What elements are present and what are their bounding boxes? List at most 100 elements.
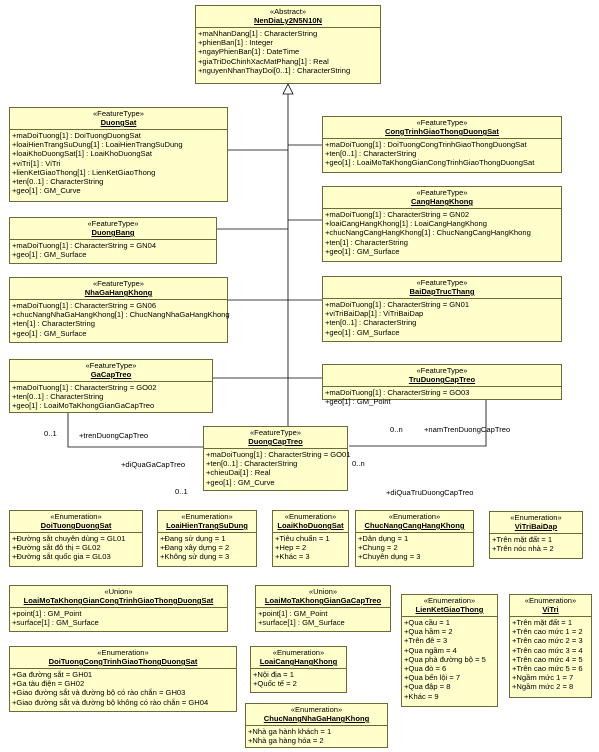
enum-chucnangnhagahangkhong: «Enumeration»ChucNangNhaGaHangKhong +Nhà… bbox=[245, 703, 388, 748]
class-name: DuongBang bbox=[91, 228, 135, 237]
attribute: +lienKetGiaoThong[1] : LienKetGiaoThong bbox=[12, 167, 156, 177]
class-name: LoaiCangHangKhong bbox=[259, 657, 338, 666]
class-duongsat: «FeatureType»DuongSat +maDoiTuong[1] : D… bbox=[9, 107, 228, 202]
stereotype: «FeatureType» bbox=[416, 118, 468, 127]
stereotype: «Enumeration» bbox=[181, 512, 233, 521]
attribute: +Trên cao mức 4 = 5 bbox=[512, 654, 583, 664]
class-name: LoaiMoTaKhongGianGaCapTreo bbox=[264, 596, 382, 605]
class-name: DoiTuongCongTrinhGiaoThongDuongSat bbox=[48, 657, 198, 666]
class-name: NenDiaLy2N5N10N bbox=[253, 16, 323, 25]
stereotype: «FeatureType» bbox=[85, 361, 137, 370]
attribute: +ten[0..1] : CharacterString bbox=[206, 459, 298, 469]
attribute: +Chuyên dụng = 3 bbox=[358, 552, 421, 562]
attribute: +maDoiTuong[1] : CharacterString = GN01 bbox=[325, 300, 470, 309]
attribute: +Qua ngầm = 4 bbox=[404, 645, 457, 655]
enum-loaihientrangsudung: «Enumeration»LoaiHienTrangSuDung +Đang s… bbox=[157, 510, 257, 567]
attribute: +chucNangNhaGaHangKhong[1] : ChucNangNha… bbox=[12, 310, 230, 320]
assoc-truduong-duongcap bbox=[349, 399, 487, 447]
attribute: +ten[0..1] : CharacterString bbox=[12, 392, 104, 402]
attribute: +geo[1] : GM_Surface bbox=[12, 250, 87, 260]
attribute: +maDoiTuong[1] : CharacterString = GN06 bbox=[12, 301, 157, 310]
attribute: +Chung = 2 bbox=[358, 543, 398, 553]
attribute: +Nhà ga hàng hóa = 2 bbox=[248, 736, 324, 746]
attribute: +Giao đường sắt và đường bộ có rào chắn … bbox=[12, 688, 186, 698]
attribute: +Trên nóc nhà = 2 bbox=[492, 544, 554, 554]
attribute: +Nội địa = 1 bbox=[253, 670, 294, 679]
class-ctgtds: «FeatureType»CongTrinhGiaoThongDuongSat … bbox=[322, 116, 562, 173]
attribute: +ten[0..1] : CharacterString bbox=[12, 177, 104, 187]
generalization-arrowhead bbox=[282, 83, 294, 95]
attribute: +maDoiTuong[1] : DoiTuongCongTrinhGiaoTh… bbox=[325, 140, 527, 149]
attribute: +chieuDai[1] : Real bbox=[206, 468, 271, 478]
class-truduongcaptreo: «FeatureType»TruDuongCapTreo +maDoiTuong… bbox=[322, 364, 562, 406]
class-name: DuongSat bbox=[100, 118, 137, 127]
class-name: LoaiKhoDuongSat bbox=[277, 521, 344, 530]
attribute: +chucNangCangHangKhong[1] : ChucNangCang… bbox=[325, 228, 531, 238]
stereotype: «Enumeration» bbox=[284, 512, 337, 521]
class-name: LoaiHienTrangSuDung bbox=[166, 521, 248, 530]
stereotype: «Enumeration» bbox=[50, 512, 102, 521]
attribute: +Trên đê = 3 bbox=[404, 636, 448, 646]
attribute: +Trên cao mức 2 = 3 bbox=[512, 636, 583, 646]
role-label: +trenDuongCapTreo bbox=[79, 431, 149, 440]
attribute: +Nhà ga hành khách = 1 bbox=[248, 727, 332, 736]
stereotype: «FeatureType» bbox=[416, 278, 468, 287]
attribute: +ten[0..1] : CharacterString bbox=[325, 149, 417, 159]
enum-chucnangcanghangkhong: «Enumeration»ChucNangCangHangKhong +Dân … bbox=[355, 510, 474, 567]
class-name: DuongCapTreo bbox=[248, 437, 303, 446]
stereotype: «FeatureType» bbox=[416, 366, 468, 375]
attribute: +ten[0..1] : CharacterString bbox=[325, 318, 417, 328]
stereotype: «Enumeration» bbox=[510, 513, 562, 522]
role-label: +diQuaGaCapTreo bbox=[121, 460, 186, 469]
class-duongcaptreo: «FeatureType»DuongCapTreo +maDoiTuong[1]… bbox=[203, 426, 351, 491]
attribute: +Đường sắt quốc gia = GL03 bbox=[12, 552, 111, 562]
attribute: +point[1] : GM_Point bbox=[258, 609, 328, 618]
attribute: +Giao đường sắt và đường bộ không có rào… bbox=[12, 697, 209, 707]
stereotype: «FeatureType» bbox=[87, 219, 139, 228]
attribute: +ngayPhienBan[1] : DateTime bbox=[198, 47, 300, 57]
attribute: +Trên cao mức 3 = 4 bbox=[512, 645, 583, 655]
enum-loaicanghangkhong: «Enumeration»LoaiCangHangKhong +Nội địa … bbox=[250, 646, 347, 693]
attribute: +Ngầm mức 2 = 8 bbox=[512, 682, 574, 692]
attribute: +geo[1] : LoaiMoTaKhongGianCongTrinhGiao… bbox=[325, 158, 535, 168]
class-name: NhaGaHangKhong bbox=[84, 288, 153, 297]
attribute: +Khác = 9 bbox=[404, 691, 439, 701]
attribute: +Không sử dụng = 3 bbox=[160, 552, 230, 562]
assoc-gacap-duongcap bbox=[67, 412, 208, 448]
attribute: +Ngầm mức 1 = 7 bbox=[512, 673, 574, 683]
stereotype: «Enumeration» bbox=[524, 596, 577, 605]
stereotype: «FeatureType» bbox=[416, 188, 468, 197]
class-name: ChucNangNhaGaHangKhong bbox=[263, 714, 370, 723]
class-gacaptreo: «FeatureType»GaCapTreo +maDoiTuong[1] : … bbox=[9, 359, 213, 413]
attribute: +point[1] : GM_Point bbox=[12, 609, 82, 618]
attribute: +maDoiTuong[1] : CharacterString = GO03 bbox=[325, 388, 470, 397]
class-name: LoaiMoTaKhongGianCongTrinhGiaoThongDuong… bbox=[23, 596, 214, 605]
attribute: +Đường sắt đô thị = GL02 bbox=[12, 543, 101, 553]
class-name: DoiTuongDuongSat bbox=[40, 521, 112, 530]
enum-doituongcongtrinh: «Enumeration»DoiTuongCongTrinhGiaoThongD… bbox=[9, 646, 237, 712]
enum-lienketgiaothong: «Enumeration»LienKetGiaoThong +Qua cầu =… bbox=[401, 594, 498, 707]
attribute: +Qua bến lội = 7 bbox=[404, 673, 461, 683]
attribute: +viTri[1] : ViTri bbox=[12, 158, 61, 168]
class-duongbang: «FeatureType»DuongBang +maDoiTuong[1] : … bbox=[9, 217, 217, 264]
stereotype: «Enumeration» bbox=[272, 648, 325, 657]
stereotype: «Enumeration» bbox=[290, 705, 343, 714]
attribute: +Trên mặt đất = 1 bbox=[512, 618, 573, 627]
attribute: +Khác = 3 bbox=[275, 552, 310, 562]
class-name: CangHangKhong bbox=[410, 197, 473, 206]
attribute: +loaiKhoDuongSat[1] : LoaiKhoDuongSat bbox=[12, 149, 152, 159]
attribute: +Đường sắt chuyên dùng = GL01 bbox=[12, 534, 126, 543]
stereotype: «Union» bbox=[308, 587, 338, 596]
role-label: +namTrenDuongCapTreo bbox=[424, 425, 511, 434]
attribute: +Hẹp = 2 bbox=[275, 543, 307, 553]
enum-vitri: «Enumeration»ViTri +Trên mặt đất = 1+Trê… bbox=[509, 594, 592, 698]
class-name: CongTrinhGiaoThongDuongSat bbox=[385, 127, 499, 136]
attribute: +nguyenNhanThayDoi[0..1] : CharacterStri… bbox=[198, 65, 351, 75]
union-loaimotakhonggian-gacaptreo: «Union»LoaiMoTaKhongGianGaCapTreo +point… bbox=[255, 585, 391, 632]
stereotype: «Enumeration» bbox=[97, 648, 149, 657]
role-label: +diQuaTruDuongCapTreo bbox=[386, 488, 474, 497]
attribute: +Qua cầu = 1 bbox=[404, 618, 451, 627]
attribute: +Đang xây dựng = 2 bbox=[160, 543, 230, 553]
attribute: +Tiêu chuẩn = 1 bbox=[275, 534, 330, 543]
class-name: ViTriBaiDap bbox=[514, 522, 558, 531]
